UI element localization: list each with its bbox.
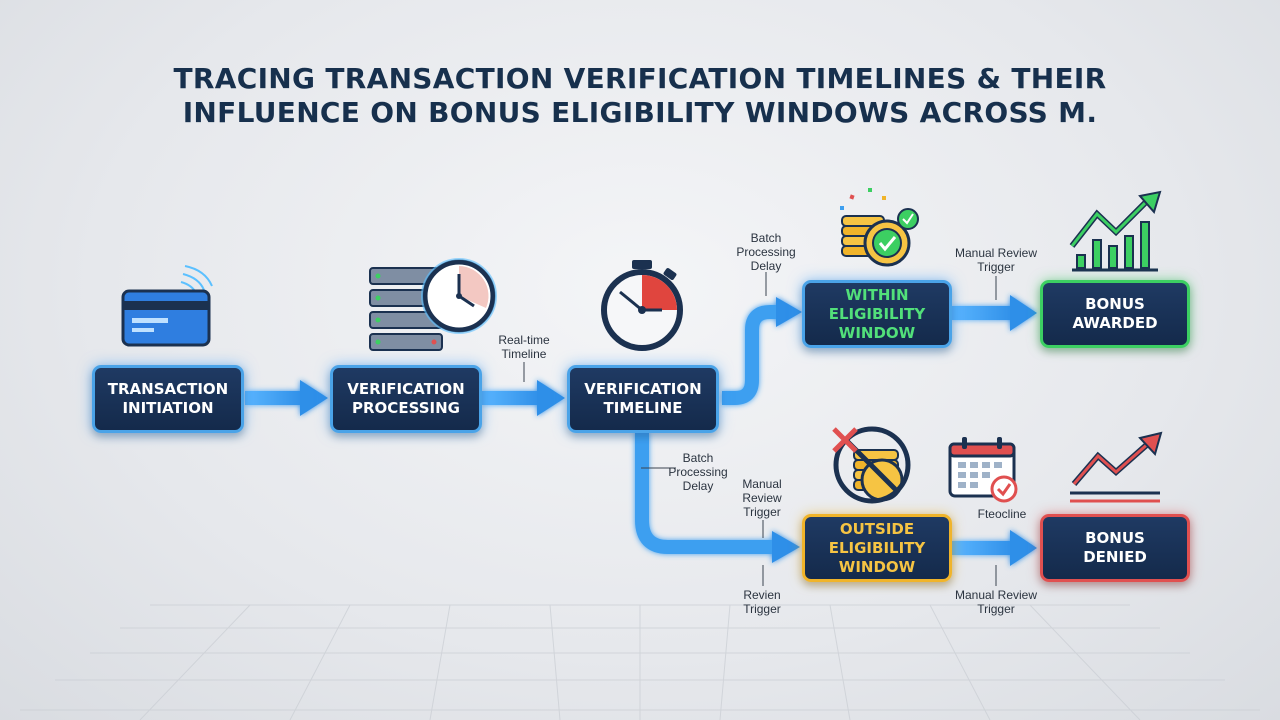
growth-chart-icon: [1069, 190, 1162, 272]
title-line-1: TRACING TRANSACTION VERIFICATION TIMELIN…: [173, 62, 1107, 95]
trend-chart-icon: [1070, 431, 1163, 503]
floor-grid: [20, 604, 1260, 720]
title-line-2: INFLUENCE ON BONUS ELIGIBILITY WINDOWS A…: [182, 96, 1098, 129]
arrow-within-to-awarded: [952, 295, 1037, 331]
arrow-timeline-to-outside: [635, 432, 800, 563]
arrow-processing-to-timeline: [482, 380, 565, 416]
diagram-title: TRACING TRANSACTION VERIFICATION TIMELIN…: [0, 62, 1280, 130]
label-leader-lines: [523, 272, 997, 586]
clock-icon: [421, 258, 497, 334]
credit-card-icon: [121, 265, 213, 347]
arrow-initiation-to-processing: [245, 380, 328, 416]
arrow-timeline-to-within: [722, 297, 802, 405]
coins-crossed-icon: [832, 426, 911, 504]
label-deadline: Fteocline: [977, 507, 1027, 521]
calendar-check-icon: [948, 437, 1018, 503]
stopwatch-icon: [601, 260, 683, 351]
coins-check-icon: [840, 188, 919, 267]
arrow-outside-to-denied: [952, 530, 1037, 566]
